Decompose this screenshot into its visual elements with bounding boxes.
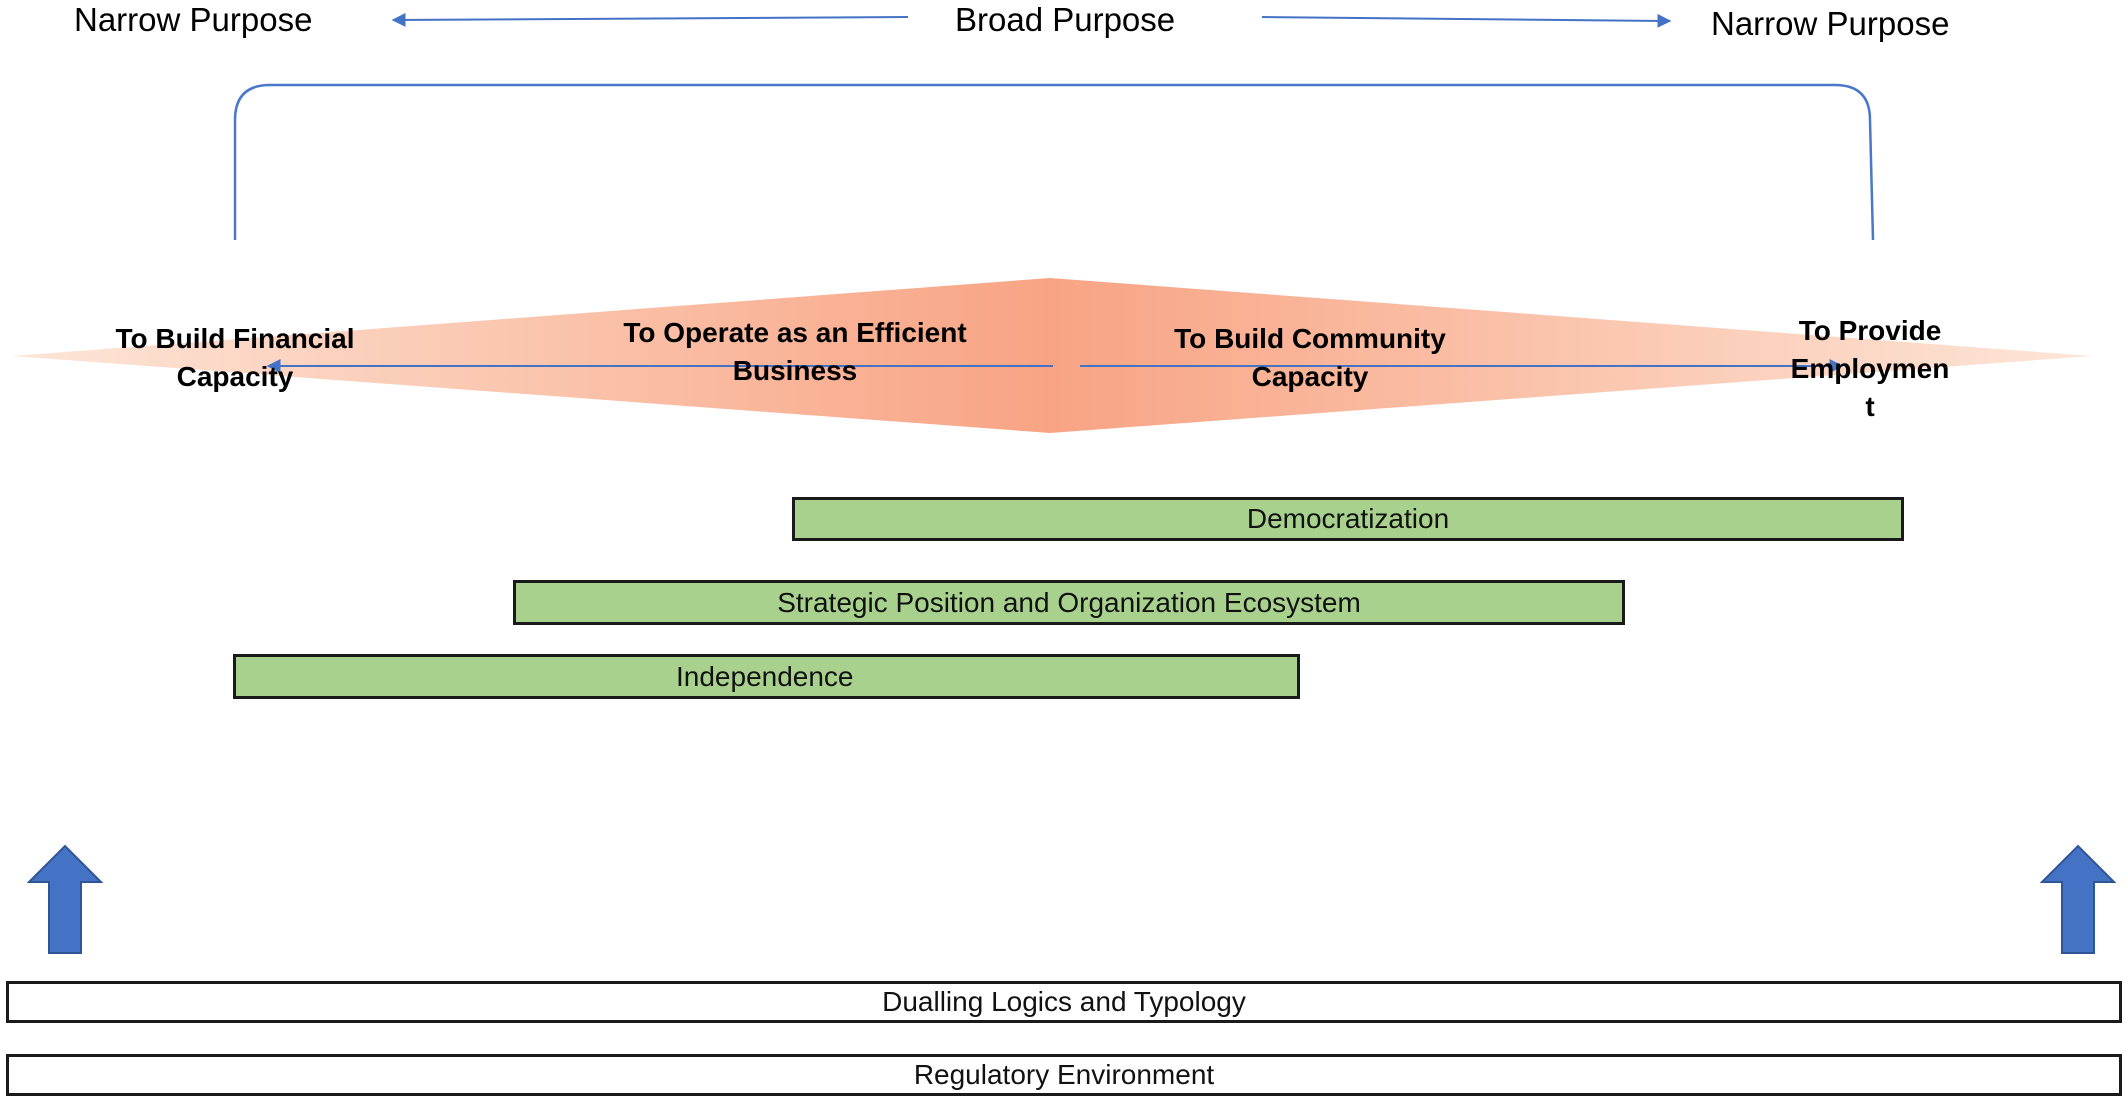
right-up-arrow-icon (2039, 844, 2117, 954)
spectrum-diamond-right (1050, 278, 2092, 433)
strategic-position-bar: Strategic Position and Organization Ecos… (513, 580, 1625, 625)
purpose-bracket (233, 83, 1875, 241)
strategic-position-bar-label: Strategic Position and Organization Ecos… (777, 586, 1361, 618)
top-right-arrow (1261, 13, 1672, 28)
left-up-arrow-icon (26, 844, 104, 954)
independence-bar: Independence (233, 654, 1300, 699)
dualling-logics-bar-label: Dualling Logics and Typology (882, 986, 1246, 1017)
democratization-bar: Democratization (792, 497, 1904, 541)
narrow-purpose-right-label: Narrow Purpose (1711, 5, 1950, 42)
spectrum-diamond-left (12, 278, 1050, 433)
purpose-community-label: To Build Community Capacity (1174, 323, 1446, 392)
independence-bar-label: Independence (676, 660, 854, 692)
purpose-financial-label: To Build Financial Capacity (115, 323, 355, 392)
dualling-logics-bar: Dualling Logics and Typology (6, 981, 2122, 1023)
purpose-efficient-label: To Operate as an Efficient Business (623, 317, 967, 386)
democratization-bar-label: Democratization (1246, 503, 1450, 534)
purpose-employment-label: To Provide Employment (1790, 315, 1950, 422)
broad-purpose-label: Broad Purpose (955, 1, 1176, 38)
narrow-purpose-left-label: Narrow Purpose (74, 1, 313, 38)
regulatory-environment-bar: Regulatory Environment (6, 1054, 2122, 1096)
top-left-arrow (391, 12, 909, 27)
regulatory-environment-bar-label: Regulatory Environment (913, 1059, 1215, 1090)
